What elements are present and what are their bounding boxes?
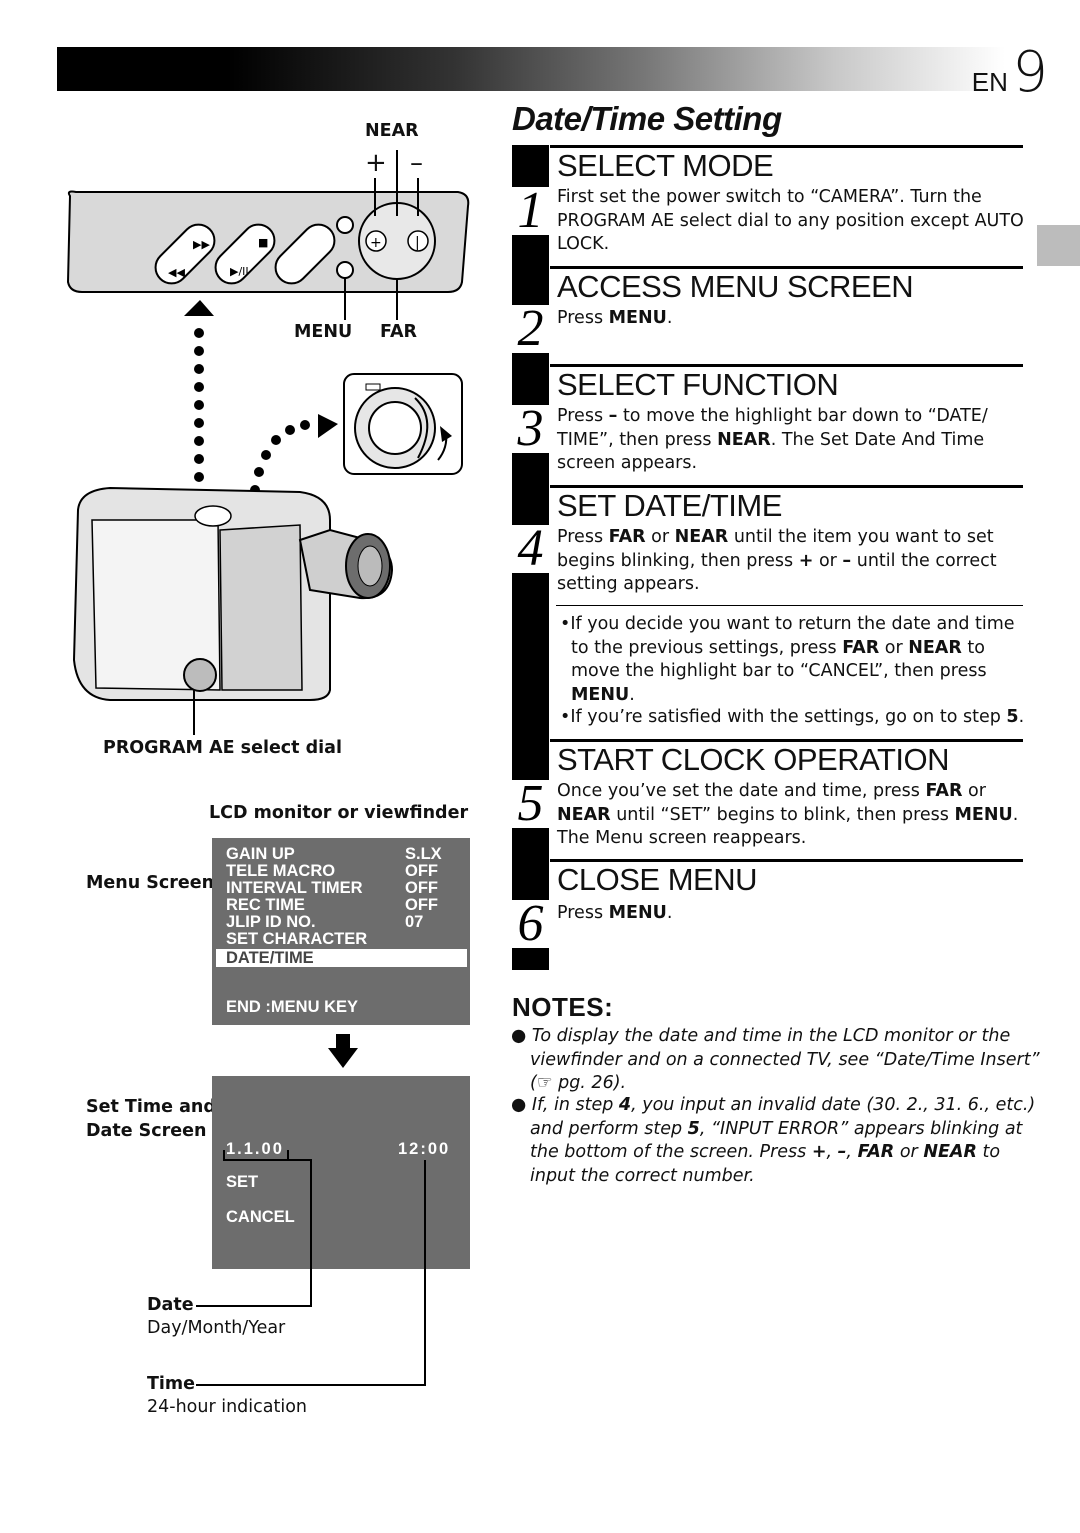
camcorder-diagram: ◀◀ ▶▶ ▶/II ■ + | — [66, 150, 470, 735]
step-4-heading: SET DATE/TIME — [557, 488, 782, 523]
page-number: EN 9 — [972, 40, 1048, 105]
thumb-tab — [1037, 225, 1080, 266]
bullet-item: •If you decide you want to return the da… — [560, 614, 1015, 705]
note-item: ● To display the date and time in the LC… — [511, 1026, 1040, 1093]
cancel-option: CANCEL — [226, 1208, 295, 1226]
near-label: NEAR — [365, 121, 419, 141]
menu-value: 07 — [405, 913, 424, 931]
menu-row: GAIN UP — [226, 845, 295, 863]
time-format-label: 24-hour indication — [147, 1397, 308, 1417]
step-rule — [550, 859, 1023, 862]
menu-highlight-label: DATE/TIME — [226, 949, 314, 967]
set-option: SET — [226, 1173, 259, 1191]
divider — [556, 605, 1023, 606]
menu-value: OFF — [405, 896, 438, 914]
svg-text:◀◀: ◀◀ — [168, 266, 185, 279]
step-5-heading: START CLOCK OPERATION — [557, 742, 950, 777]
header-bar — [57, 47, 1005, 91]
step-6-body: Press MENU. — [557, 903, 673, 923]
svg-text:■: ■ — [258, 236, 268, 249]
set-time-label: Date Screen — [86, 1121, 207, 1141]
menu-row: INTERVAL TIMER — [226, 879, 363, 897]
svg-text:▶/II: ▶/II — [230, 265, 249, 278]
step-2-body: Press MENU. — [557, 308, 673, 328]
date-value: 1.1.00 — [226, 1140, 284, 1158]
step-rule — [550, 145, 1023, 148]
step-6-heading: CLOSE MENU — [557, 862, 757, 897]
step-4-body: Press FAR or NEAR until the item you wan… — [557, 527, 997, 594]
step-1-heading: SELECT MODE — [557, 148, 774, 183]
step-3-heading: SELECT FUNCTION — [557, 367, 839, 402]
menu-label: MENU — [294, 322, 353, 342]
minus-label: – — [410, 148, 423, 178]
time-value: 12:00 — [398, 1140, 451, 1158]
date-format-label: Day/Month/Year — [147, 1318, 286, 1338]
page-num: 9 — [1012, 40, 1048, 105]
menu-row: JLIP ID NO. — [226, 913, 316, 931]
date-screen: 1.1.00 12:00 SET CANCEL — [212, 1076, 470, 1269]
set-time-label: Set Time and — [86, 1097, 216, 1117]
step-2-heading: ACCESS MENU SCREEN — [557, 269, 914, 304]
far-label: FAR — [380, 322, 417, 342]
step-1-number: 1 — [508, 185, 553, 237]
down-arrow-icon — [328, 1034, 358, 1068]
step-rule — [550, 364, 1023, 367]
step-5-body: Once you’ve set the date and time, press… — [557, 781, 1019, 848]
menu-end: END :MENU KEY — [226, 998, 359, 1016]
plus-label: + — [365, 148, 387, 178]
note-item: ● If, in step 4, you input an invalid da… — [511, 1095, 1036, 1186]
step-rule — [550, 739, 1023, 742]
time-label: Time — [147, 1374, 196, 1394]
menu-screen: GAIN UP S.LX TELE MACRO OFF INTERVAL TIM… — [212, 838, 470, 1025]
lang-code: EN — [971, 67, 1008, 97]
step-6-number: 6 — [508, 898, 553, 950]
step-rule — [550, 266, 1023, 269]
step-rule — [550, 485, 1023, 488]
menu-row: REC TIME — [226, 896, 305, 914]
svg-text:+: + — [370, 235, 382, 251]
menu-value: OFF — [405, 862, 438, 880]
svg-text:▶▶: ▶▶ — [193, 238, 210, 251]
page-title: Date/Time Setting — [512, 100, 782, 137]
menu-value: S.LX — [405, 845, 442, 863]
menu-highlight: DATE/TIME — [216, 949, 467, 967]
program-ae-label: PROGRAM AE select dial — [103, 738, 342, 758]
step-5-number: 5 — [508, 778, 553, 830]
date-label: Date — [147, 1295, 194, 1315]
menu-row: TELE MACRO — [226, 862, 336, 880]
callout-lines — [196, 1150, 426, 1386]
step-4-number: 4 — [508, 523, 553, 575]
step-3-number: 3 — [508, 403, 553, 455]
step-3-body: Press – to move the highlight bar down t… — [557, 406, 988, 473]
reference-icon: ☞ — [536, 1073, 553, 1093]
svg-text:|: | — [415, 235, 420, 251]
menu-row: SET CHARACTER — [226, 930, 368, 948]
menu-value: OFF — [405, 879, 438, 897]
notes-heading: NOTES: — [512, 992, 614, 1022]
menu-screen-label: Menu Screen — [86, 873, 215, 893]
lcd-label: LCD monitor or viewfinder — [209, 803, 469, 823]
step-1-body: First set the power switch to “CAMERA”. … — [557, 187, 1024, 254]
step-2-number: 2 — [508, 303, 553, 355]
bullet-item: •If you’re satisfied with the settings, … — [560, 707, 1025, 727]
